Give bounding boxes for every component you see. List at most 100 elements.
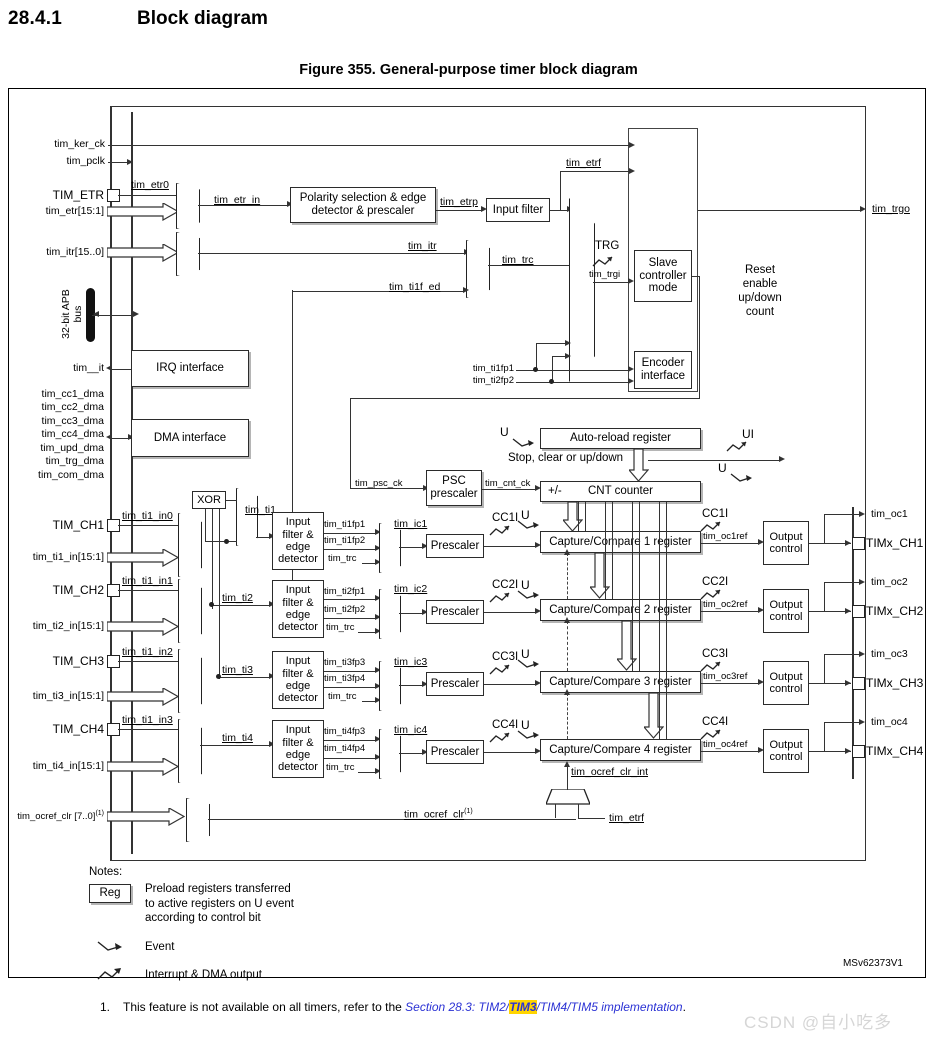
- arrow-tim-pclk: [127, 158, 133, 165]
- label-ti1fp2: tim_ti1fp2: [324, 535, 366, 546]
- bus-arrow-ti3-in: [107, 688, 179, 706]
- label-cc2i-out: CC2I: [702, 576, 729, 588]
- label-u-cc1: U: [521, 508, 530, 522]
- section-title: Block diagram: [137, 8, 268, 29]
- mux-tim-etr: [176, 183, 200, 229]
- wire-slave-to-counter-h: [692, 276, 700, 278]
- wire-ch2-pad: [809, 611, 851, 613]
- wire-tim-etrf-horiz: [560, 171, 629, 173]
- cnt-stem-2a: [605, 502, 607, 599]
- footnote-link-pre[interactable]: Section 28.3: TIM2/: [405, 1000, 510, 1014]
- wire-oc4ref: [701, 750, 759, 752]
- wire-ti3fp4-row: [324, 686, 376, 688]
- footnote-text: This feature is not available on all tim…: [123, 1000, 686, 1014]
- bus-arrow-ocref-clr: [107, 808, 185, 826]
- label-ti1-in-bus: tim_ti1_in[15:1]: [32, 551, 104, 563]
- bus-arrow-ti4-in: [107, 758, 179, 776]
- ocref-clr-sup: (1): [95, 810, 104, 817]
- oc1-l1: Output: [769, 530, 803, 543]
- label-cc1i-out: CC1I: [702, 508, 729, 520]
- wire-tim-itr: [198, 252, 465, 254]
- arrow-prescaler1-out: [535, 542, 541, 548]
- arrow-tim-oc1: [859, 510, 865, 517]
- block-psc-prescaler: PSC prescaler: [426, 470, 482, 506]
- label-ti4-in-bus: tim_ti4_in[15:1]: [32, 760, 104, 772]
- dma-sig-1: tim_cc2_dma: [41, 401, 104, 414]
- wire-ti1fp1-row: [324, 532, 376, 534]
- block-input-filter: Input filter: [486, 198, 550, 222]
- wire-ti1fp1: [516, 369, 629, 371]
- interrupt-squiggle-trg: [592, 255, 616, 269]
- label-tim-ti1-in3: tim_ti1_in3: [122, 714, 173, 726]
- footnote-link-highlight[interactable]: TIM3: [509, 1000, 537, 1014]
- arrow-ti4fp4-row: [375, 754, 381, 760]
- irq-interface-label: IRQ interface: [156, 362, 224, 375]
- wire-prescaler4-out: [484, 751, 536, 753]
- wire-ti2fp2-mux: [552, 356, 566, 358]
- mux-ic4: [379, 729, 401, 779]
- block-prescaler-3: Prescaler: [426, 672, 484, 696]
- label-cc4i-in: CC4I: [492, 719, 519, 731]
- auto-reload-label: Auto-reload register: [570, 432, 671, 445]
- wire-tim-ti2: [212, 604, 270, 606]
- label-stop-clear: Stop, clear or up/down: [508, 452, 624, 464]
- junction-ti2fp2: [549, 379, 554, 384]
- wire-input-filter-out: [550, 209, 568, 211]
- label-ti2fp2: tim_ti2fp2: [324, 604, 366, 615]
- tim-ocref-clr-text: tim_ocref_clr: [404, 808, 465, 821]
- label-cc1i-in: CC1I: [492, 512, 519, 524]
- input-filter-label: Input filter: [492, 203, 544, 216]
- label-tim-ti3: tim_ti3: [222, 664, 253, 676]
- label-trc-row2: tim_trc: [326, 622, 355, 633]
- label-tim-etrf-bottom: tim_etrf: [609, 812, 645, 824]
- label-ti2-in-bus: tim_ti2_in[15:1]: [32, 620, 104, 632]
- mux-tim-trc: [466, 240, 490, 298]
- ife4-l2: filter &: [282, 736, 314, 749]
- oc4-l2: control: [769, 751, 803, 763]
- wire-ch1-pad: [809, 543, 851, 545]
- arrow-ti3fp3-row: [375, 667, 381, 673]
- arrow-ic1: [422, 543, 428, 549]
- arrow-oc1ref: [758, 539, 764, 545]
- label-ti4fp4: tim_ti4fp4: [324, 743, 366, 754]
- label-tim-ch2: TIM_CH2: [52, 583, 104, 597]
- wire-counter-left-v: [350, 398, 352, 488]
- block-xor: XOR: [192, 491, 226, 509]
- block-prescaler-2: Prescaler: [426, 600, 484, 624]
- dma-sig-5: tim_trg_dma: [45, 455, 104, 468]
- label-tim-oc1ref: tim_oc1ref: [703, 531, 748, 542]
- reg-text-l3: according to control bit: [145, 912, 261, 925]
- bus-arrow-autoreload-to-cnt: [627, 448, 650, 487]
- label-tim-trc: tim_trc: [502, 254, 534, 266]
- arrow-tim-oc3: [859, 650, 865, 657]
- csdn-watermark: CSDN @自小吃多: [744, 1013, 893, 1032]
- label-tim-ti1-in0: tim_ti1_in0: [122, 510, 173, 522]
- label-ocref-clr-bus: tim_ocref_clr [7..0](1): [2, 810, 104, 822]
- cnt-stem-1a: [578, 502, 580, 531]
- wire-ti1fp1-mux: [536, 343, 566, 345]
- arrow-trc-row1: [375, 559, 381, 565]
- ife1-l2: filter &: [282, 528, 314, 541]
- wire-ti3fp3-row: [324, 670, 376, 672]
- wire-ti1-in0: [118, 524, 178, 526]
- label-tim-ti1fp1: tim_ti1fp1: [472, 363, 514, 374]
- wire-mux-ti1-feedback: [205, 541, 237, 543]
- oc1-l2: control: [769, 543, 803, 555]
- cnt-counter-label: CNT counter: [588, 485, 653, 498]
- wire-oc3ref: [701, 682, 759, 684]
- arrow-ti1fp1-row: [375, 529, 381, 535]
- junction-ti1fp1: [533, 367, 538, 372]
- arrow-tim-ti1f-ed: [463, 287, 469, 293]
- label-ti3-in-bus: tim_ti3_in[15:1]: [32, 690, 104, 702]
- reg-symbol-label: Reg: [99, 887, 121, 900]
- legend-reg-symbol: Reg: [89, 884, 131, 903]
- arrow-dma-left: [106, 434, 112, 440]
- footnote-link-post[interactable]: /TIM4/TIM5 implementation: [536, 1000, 683, 1014]
- wire-tim-ti4: [200, 744, 270, 746]
- arrow-ti2fp2-row: [375, 614, 381, 620]
- apb-bus-bar: [86, 288, 95, 342]
- block-input-filter-edge-1: Input filter & edge detector: [272, 512, 324, 570]
- label-tim-cnt-ck: tim_cnt_ck: [485, 478, 531, 489]
- oc2-l1: Output: [769, 598, 803, 611]
- label-tim-ch4: TIM_CH4: [52, 722, 104, 736]
